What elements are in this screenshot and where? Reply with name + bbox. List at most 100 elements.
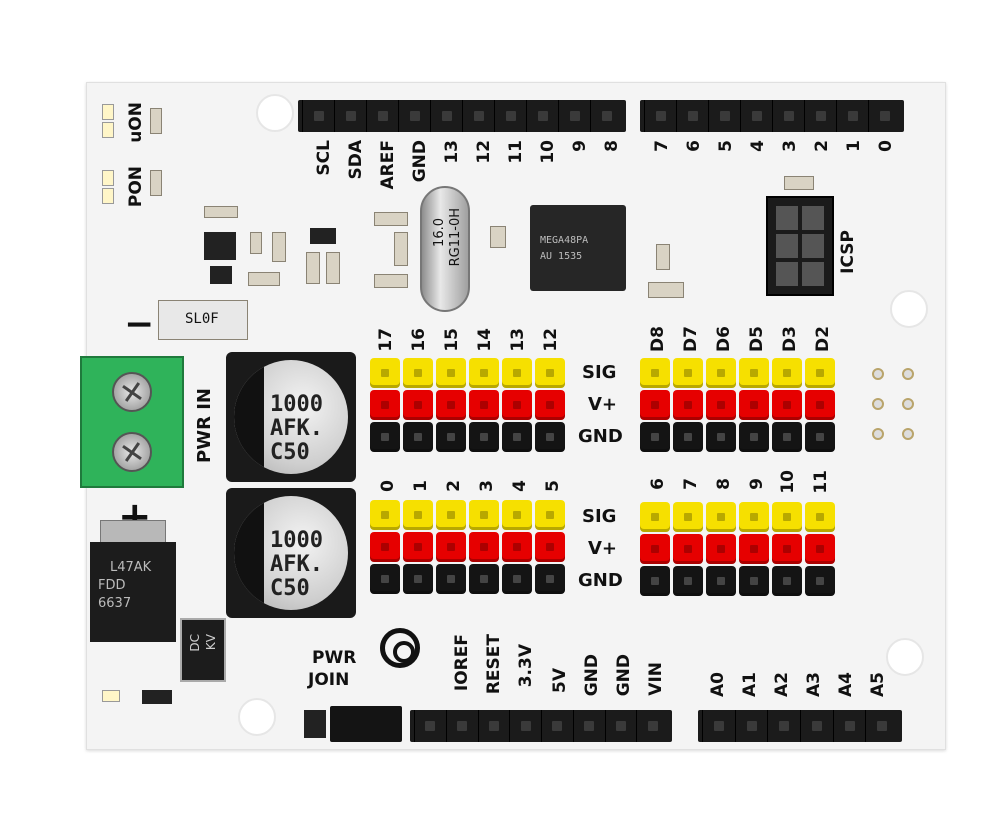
minus-label: − — [124, 304, 155, 345]
header-label: 12 — [474, 140, 494, 164]
smd-component — [374, 274, 408, 288]
smd-component — [204, 206, 238, 218]
pin-number-label: 8 — [714, 478, 734, 490]
smd-component — [150, 170, 162, 196]
power-resistor: SL0F — [158, 300, 248, 340]
header-label: 3 — [780, 140, 800, 152]
via — [872, 368, 884, 380]
header-label: 11 — [506, 140, 526, 164]
crystal-oscillator: 16.0 RG11-0H — [420, 186, 470, 312]
diode-chip — [310, 228, 336, 244]
header-label: 4 — [748, 140, 768, 152]
signal-pin-row — [640, 502, 835, 532]
diode-marking: KV — [204, 634, 218, 651]
capacitor-marking: C50 — [270, 440, 310, 465]
via — [902, 428, 914, 440]
smd-component — [306, 252, 320, 284]
pin-number-label: 6 — [648, 478, 668, 490]
pin-number-label: D2 — [813, 326, 833, 352]
mounting-hole — [890, 290, 928, 328]
gnd-row-label: GND — [578, 570, 623, 591]
smd-component — [656, 244, 670, 270]
crystal-marking: 16.0 — [432, 218, 447, 247]
pin-number-label: 7 — [681, 478, 701, 490]
pin-number-label: 12 — [541, 328, 561, 352]
vplus-pin-row — [370, 532, 565, 562]
voltage-regulator: L47AK FDD 6637 — [90, 542, 176, 642]
icsp-label: ICSP — [838, 230, 858, 274]
header-label: 7 — [652, 140, 672, 152]
header-label: 8 — [602, 140, 622, 152]
smd-component — [272, 232, 286, 262]
header-label: IOREF — [452, 634, 472, 692]
sig-row-label: SIG — [582, 362, 617, 383]
mounting-hole — [256, 94, 294, 132]
screw-icon — [112, 372, 152, 412]
capacitor-marking: 1000 — [270, 392, 323, 417]
header-label: 1 — [844, 140, 864, 152]
signal-pin-row — [370, 358, 565, 388]
uon-led — [102, 122, 114, 138]
regulator-marking: L47AK — [110, 560, 152, 575]
pin-number-label: D7 — [681, 326, 701, 352]
pon-led — [102, 188, 114, 204]
diode-chip — [142, 690, 172, 704]
brand-logo-icon — [380, 628, 420, 668]
pin-number-label: 4 — [510, 480, 530, 492]
signal-pin-row — [640, 358, 835, 388]
capacitor-marking: AFK. — [270, 416, 323, 441]
crystal-marking: RG11-0H — [448, 208, 463, 267]
transistor-chip — [204, 232, 236, 260]
transistor-chip — [210, 266, 232, 284]
capacitor-marking: C50 — [270, 576, 310, 601]
pon-led — [102, 170, 114, 186]
vplus-pin-row — [640, 390, 835, 420]
smd-component — [490, 226, 506, 248]
pin-number-label: 15 — [442, 328, 462, 352]
pin-number-label: 9 — [747, 478, 767, 490]
smd-component — [394, 232, 408, 266]
pin-number-label: 2 — [444, 480, 464, 492]
uon-label: uON — [126, 102, 146, 143]
top-left-header — [298, 100, 626, 132]
mcu-marking: AU 1535 — [540, 251, 583, 262]
mounting-hole — [238, 698, 276, 736]
header-label: 5V — [550, 668, 570, 693]
header-label: 10 — [538, 140, 558, 164]
header-label: SDA — [346, 140, 366, 180]
bottom-right-header — [698, 710, 902, 742]
header-label: 3.3V — [516, 644, 536, 688]
icsp-header — [766, 196, 834, 296]
header-label: 5 — [716, 140, 736, 152]
pin-number-label: D5 — [747, 326, 767, 352]
header-label: 6 — [684, 140, 704, 152]
regulator-marking: 6637 — [98, 596, 132, 611]
top-right-header — [640, 100, 904, 132]
microcontroller-chip: MEGA48PA AU 1535 — [530, 205, 626, 291]
smd-component — [784, 176, 814, 190]
header-label: A2 — [772, 672, 792, 697]
vplus-pin-row — [370, 390, 565, 420]
mounting-hole — [886, 638, 924, 676]
ground-pin-row — [640, 566, 835, 596]
screw-icon — [112, 432, 152, 472]
header-label: A3 — [804, 672, 824, 697]
header-label: RESET — [484, 634, 504, 695]
via — [902, 368, 914, 380]
header-label: 2 — [812, 140, 832, 152]
via — [872, 398, 884, 410]
capacitor: 1000 AFK. C50 — [226, 352, 356, 482]
header-label: 13 — [442, 140, 462, 164]
pin-number-label: 17 — [376, 328, 396, 352]
pwr-join-jumper[interactable] — [330, 706, 402, 742]
smd-component — [250, 232, 262, 254]
vplus-row-label: V+ — [588, 538, 618, 559]
pin-number-label: 13 — [508, 328, 528, 352]
pwr-join-pin — [304, 710, 326, 738]
header-label: GND — [410, 140, 430, 183]
header-label: A5 — [868, 672, 888, 697]
resistor-marking: SL0F — [185, 311, 219, 327]
pwr-join-label: PWR — [312, 648, 357, 668]
header-label: VIN — [646, 662, 666, 696]
gnd-row-label: GND — [578, 426, 623, 447]
